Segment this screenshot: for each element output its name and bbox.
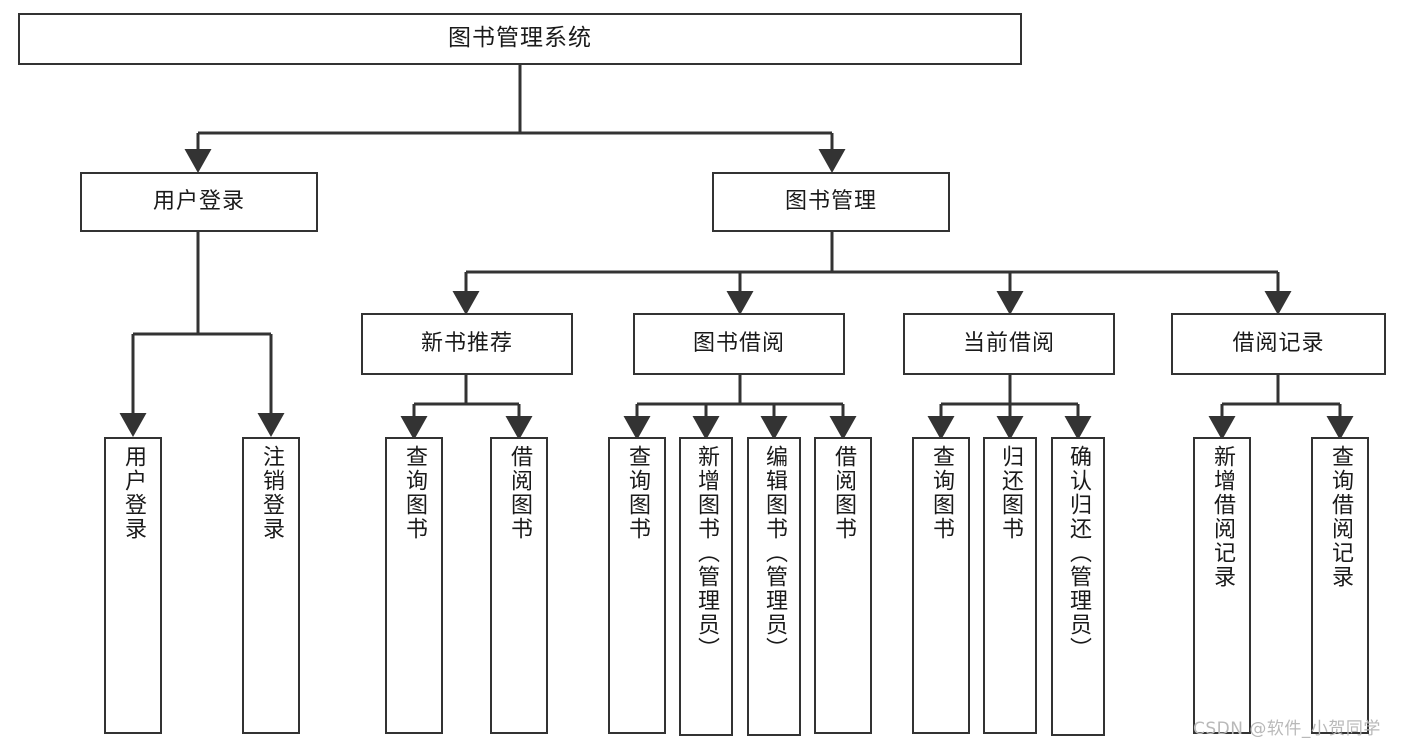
node-label: 用户登录 bbox=[152, 189, 245, 215]
leaf-borrow-record-add[interactable]: 新增借阅记录 bbox=[1193, 437, 1251, 734]
leaf-current-borrow-return[interactable]: 归还图书 bbox=[983, 437, 1037, 734]
node-label: 图书管理 bbox=[784, 189, 877, 215]
node-label: 查询图书 bbox=[929, 445, 954, 541]
node-label: 借阅图书 bbox=[831, 445, 856, 541]
node-book-borrow[interactable]: 图书借阅 bbox=[633, 313, 845, 375]
node-label: 查询图书 bbox=[402, 445, 427, 541]
node-current-borrow[interactable]: 当前借阅 bbox=[903, 313, 1115, 375]
node-label: 借阅图书 bbox=[507, 445, 532, 541]
node-label: 图书管理系统 bbox=[448, 25, 592, 52]
node-label: 借阅记录 bbox=[1232, 331, 1325, 357]
leaf-new-book-borrow[interactable]: 借阅图书 bbox=[490, 437, 548, 734]
leaf-borrow-record-query[interactable]: 查询借阅记录 bbox=[1311, 437, 1369, 734]
node-label: 查询借阅记录 bbox=[1328, 445, 1353, 589]
leaf-book-borrow-query[interactable]: 查询图书 bbox=[608, 437, 666, 734]
node-label: 注销登录 bbox=[259, 445, 284, 541]
node-label: 新书推荐 bbox=[420, 331, 513, 357]
node-book-management[interactable]: 图书管理 bbox=[712, 172, 950, 232]
csdn-watermark: CSDN @软件_小贺同学 bbox=[1193, 719, 1381, 739]
node-label: 新增借阅记录 bbox=[1210, 445, 1235, 589]
leaf-book-borrow-add-admin[interactable]: 新增图书（管理员） bbox=[679, 437, 733, 736]
leaf-book-borrow-edit-admin[interactable]: 编辑图书（管理员） bbox=[747, 437, 801, 736]
node-label: 当前借阅 bbox=[962, 331, 1055, 357]
node-root-system[interactable]: 图书管理系统 bbox=[18, 13, 1022, 65]
node-user-login[interactable]: 用户登录 bbox=[80, 172, 318, 232]
leaf-new-book-query[interactable]: 查询图书 bbox=[385, 437, 443, 734]
leaf-current-borrow-confirm-admin[interactable]: 确认归还（管理员） bbox=[1051, 437, 1105, 736]
leaf-user-login-signout[interactable]: 注销登录 bbox=[242, 437, 300, 734]
leaf-book-borrow-borrow[interactable]: 借阅图书 bbox=[814, 437, 872, 734]
leaf-current-borrow-query[interactable]: 查询图书 bbox=[912, 437, 970, 734]
node-label: 归还图书 bbox=[998, 445, 1023, 541]
node-label: 图书借阅 bbox=[692, 331, 785, 357]
node-label: 编辑图书（管理员） bbox=[762, 445, 787, 661]
node-label: 用户登录 bbox=[121, 445, 146, 541]
leaf-user-login-signin[interactable]: 用户登录 bbox=[104, 437, 162, 734]
node-label: 确认归还（管理员） bbox=[1066, 445, 1091, 661]
node-new-book-recommend[interactable]: 新书推荐 bbox=[361, 313, 573, 375]
node-borrow-record[interactable]: 借阅记录 bbox=[1171, 313, 1386, 375]
node-label: 新增图书（管理员） bbox=[694, 445, 719, 661]
node-label: 查询图书 bbox=[625, 445, 650, 541]
